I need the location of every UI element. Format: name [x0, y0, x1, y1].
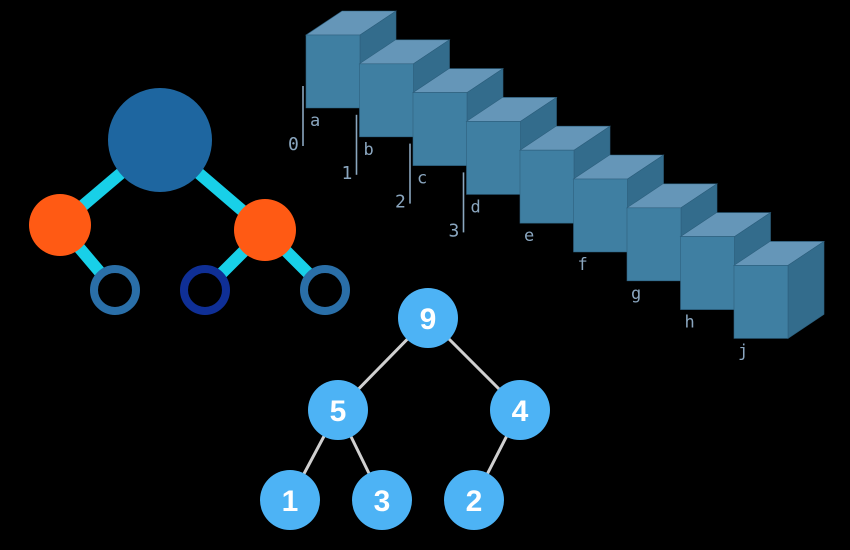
cube-front-face: [733, 265, 789, 339]
heap-node: 2: [444, 470, 504, 530]
heap-node-label: 1: [282, 485, 299, 518]
max-heap-tree: 9 5 4 1 3 2: [260, 288, 550, 530]
heap-node-circle: [260, 470, 320, 530]
tree-root-node: [108, 88, 212, 192]
array-cell-letter: h: [685, 313, 695, 333]
heap-node-circle: [352, 470, 412, 530]
array-index-label: 3: [449, 220, 460, 241]
cube-front-face: [412, 92, 468, 166]
heap-node-label: 5: [330, 395, 347, 428]
heap-node-circle: [490, 380, 550, 440]
array-index-label: 0: [288, 134, 299, 155]
array-index-label: 2: [395, 192, 406, 213]
tree-leaf-ring-dark: [180, 265, 230, 315]
heap-node-label: 3: [374, 485, 391, 518]
tree-leaf-ring: [90, 265, 140, 315]
array-cell-letter: c: [417, 169, 427, 189]
cube-front-face: [573, 178, 628, 253]
heap-node: 1: [260, 470, 320, 530]
heap-node-label: 2: [466, 485, 483, 518]
array-cell-letter: g: [631, 284, 641, 304]
tree-left-node: [29, 194, 91, 256]
heap-node-label: 9: [420, 303, 437, 336]
tree-leaf-ring: [300, 265, 350, 315]
array-cell-letter: b: [364, 140, 374, 160]
array-cube: [733, 240, 825, 339]
heap-node-circle: [444, 470, 504, 530]
heap-node-circle: [308, 380, 368, 440]
cube-front-face: [626, 207, 682, 282]
heap-node: 4: [490, 380, 550, 440]
array-cell-letter: f: [578, 255, 588, 275]
tree-right-node: [234, 199, 296, 261]
cube-front-face: [519, 149, 575, 224]
heap-node: 9: [398, 288, 458, 348]
cube-front-face: [466, 121, 521, 195]
array-cell-letter: a: [310, 111, 320, 131]
heap-node: 3: [352, 470, 412, 530]
array-cell-letter: d: [471, 197, 481, 217]
heap-node: 5: [308, 380, 368, 440]
array-cell-letter: e: [524, 226, 534, 246]
array-cubes: a0 b1 c2 d3 e f g h j: [288, 10, 825, 361]
array-index-label: 1: [342, 163, 353, 184]
generic-binary-tree: [29, 88, 350, 315]
array-cell-letter: j: [738, 341, 748, 361]
cube-front-face: [680, 236, 735, 310]
heap-node-label: 4: [512, 395, 529, 428]
cube-front-face: [305, 34, 361, 109]
cube-front-face: [359, 63, 414, 138]
heap-node-circle: [398, 288, 458, 348]
